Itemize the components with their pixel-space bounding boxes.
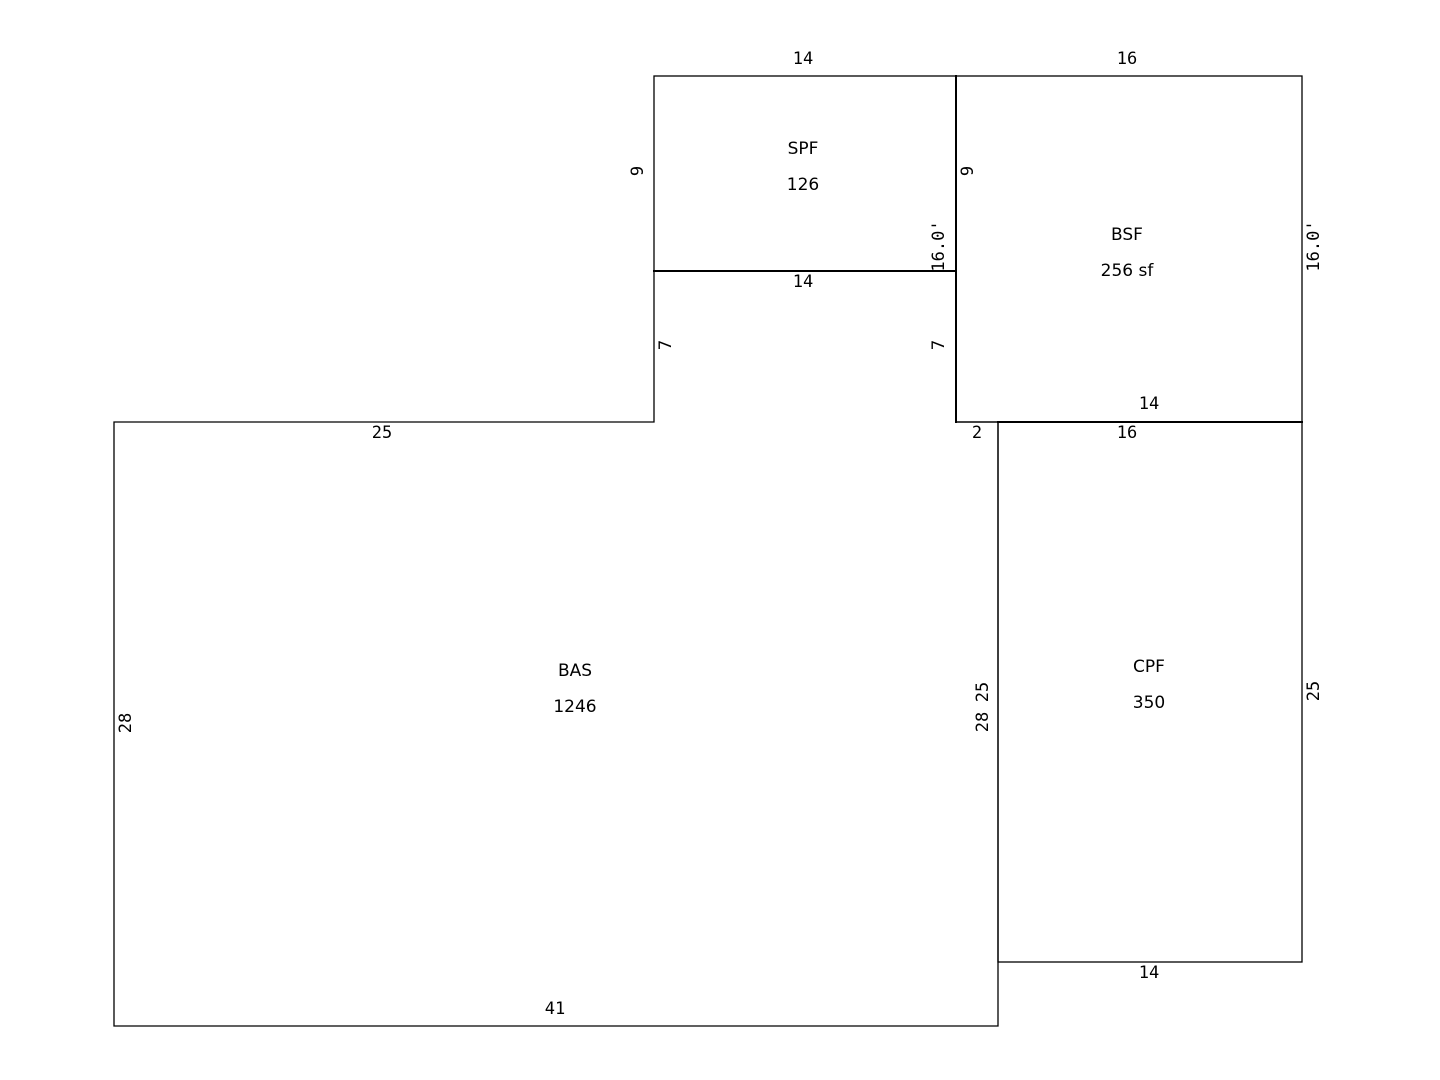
dim-cpf-left: 25 xyxy=(973,682,993,702)
area-labels: SPF 126 BSF 256 sf BAS 1246 CPF 350 xyxy=(553,139,1165,717)
dim-bsf-top: 16 xyxy=(1117,49,1137,69)
bas-outline xyxy=(113,270,999,1027)
dim-spf-right-total: 16.0' xyxy=(929,220,949,271)
dim-cpf-right: 25 xyxy=(1304,681,1324,701)
dim-bas-notch-left: 7 xyxy=(656,340,676,350)
cpf-name: CPF xyxy=(1133,657,1165,677)
dim-bsf-left-lower: 7 xyxy=(929,340,949,350)
dim-spf-left: 9 xyxy=(628,166,648,176)
dim-bas-right: 28 xyxy=(973,712,993,732)
dim-bas-right-jog: 2 xyxy=(972,423,982,443)
cpf-outline xyxy=(997,421,1303,963)
dim-cpf-top: 16 xyxy=(1117,423,1137,443)
bsf-value: 256 sf xyxy=(1101,261,1155,281)
dim-bas-bottom: 41 xyxy=(545,999,565,1019)
dim-cpf-bottom: 14 xyxy=(1139,963,1159,983)
dim-bas-top-left: 25 xyxy=(372,423,392,443)
dim-spf-right: 9 xyxy=(958,166,978,176)
bsf-name: BSF xyxy=(1111,225,1143,245)
spf-value: 126 xyxy=(787,175,819,195)
dim-bsf-right: 16.0' xyxy=(1304,220,1324,271)
dim-bas-left: 28 xyxy=(116,713,136,733)
walls xyxy=(113,75,1303,1027)
cpf-value: 350 xyxy=(1133,693,1165,713)
spf-name: SPF xyxy=(788,139,819,159)
bas-value: 1246 xyxy=(553,697,596,717)
bas-name: BAS xyxy=(558,661,592,681)
vertical-dimensions: 9 16.0' 9 16.0' 7 7 28 28 25 25 xyxy=(116,166,1324,733)
horizontal-dimensions: 14 16 14 14 25 2 16 14 41 xyxy=(372,49,1159,1019)
dim-spf-top: 14 xyxy=(793,49,813,69)
dim-spf-bottom: 14 xyxy=(793,272,813,292)
spf-outline xyxy=(653,75,957,272)
bsf-outline xyxy=(955,75,1303,423)
dim-bsf-bottom: 14 xyxy=(1139,394,1159,414)
